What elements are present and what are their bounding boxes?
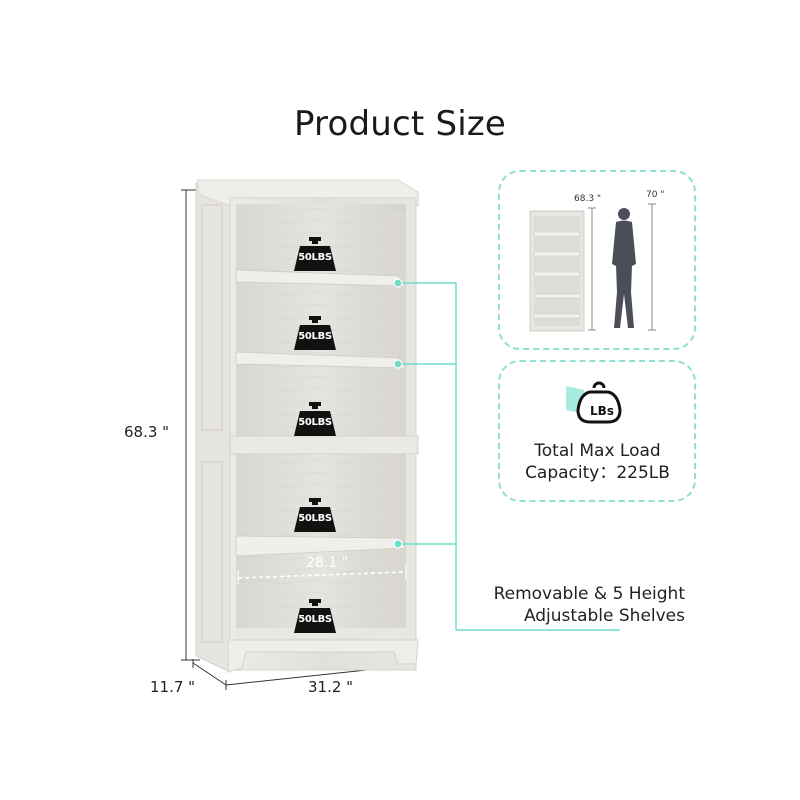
weight-label: 50LBS [298, 614, 332, 625]
depth-label: 11.7 " [150, 678, 196, 696]
load-line-2: Capacity：225LB [525, 463, 670, 483]
shelves-line-1: Removable & 5 Height [493, 584, 685, 604]
weight-badge: 50LBS [292, 314, 338, 352]
weight-badge: 50LBS [292, 235, 338, 273]
inner-width-label: 28.1 " [306, 555, 349, 571]
weight-label: 50LBS [298, 417, 332, 428]
weight-label: 50LBS [298, 331, 332, 342]
shelf-fixed-middle [229, 435, 419, 455]
lbs-weight-icon [566, 381, 622, 424]
bookcase-side-panel [195, 182, 231, 673]
weight-icon [294, 316, 336, 350]
weight-badge: 50LBS [292, 597, 338, 635]
comparison-person-height: 70 " [646, 190, 665, 200]
weight-badge: 50LBS [292, 400, 338, 438]
weight-icon [294, 402, 336, 436]
weight-icon [294, 498, 336, 532]
shelf [235, 269, 407, 287]
callout-dot [393, 359, 403, 369]
bookcase-base [227, 639, 419, 673]
weight-label: 50LBS [298, 252, 332, 263]
lbs-icon-label: LBs [590, 404, 614, 418]
shelf [235, 351, 407, 369]
callout-dot [393, 539, 403, 549]
shelf [235, 535, 407, 557]
load-capacity-panel [498, 360, 696, 502]
weight-badge: 50LBS [292, 496, 338, 534]
weight-label: 50LBS [298, 513, 332, 524]
load-line-1: Total Max Load [534, 441, 661, 461]
comparison-illustration [529, 203, 656, 332]
weight-icon [294, 599, 336, 633]
inner-width-dimension-line [237, 571, 407, 579]
callout-dot [393, 278, 403, 288]
comparison-shelf-height: 68.3 " [574, 194, 602, 204]
height-label: 68.3 " [124, 423, 170, 441]
height-comparison-panel: 68.3 " 70 " [498, 170, 696, 350]
person-silhouette [612, 208, 636, 328]
weight-icon [294, 237, 336, 271]
page-title: Product Size [293, 104, 507, 144]
width-label: 31.2 " [308, 678, 354, 696]
shelf-callout-lines [398, 282, 620, 631]
shelves-line-2: Adjustable Shelves [523, 606, 685, 626]
